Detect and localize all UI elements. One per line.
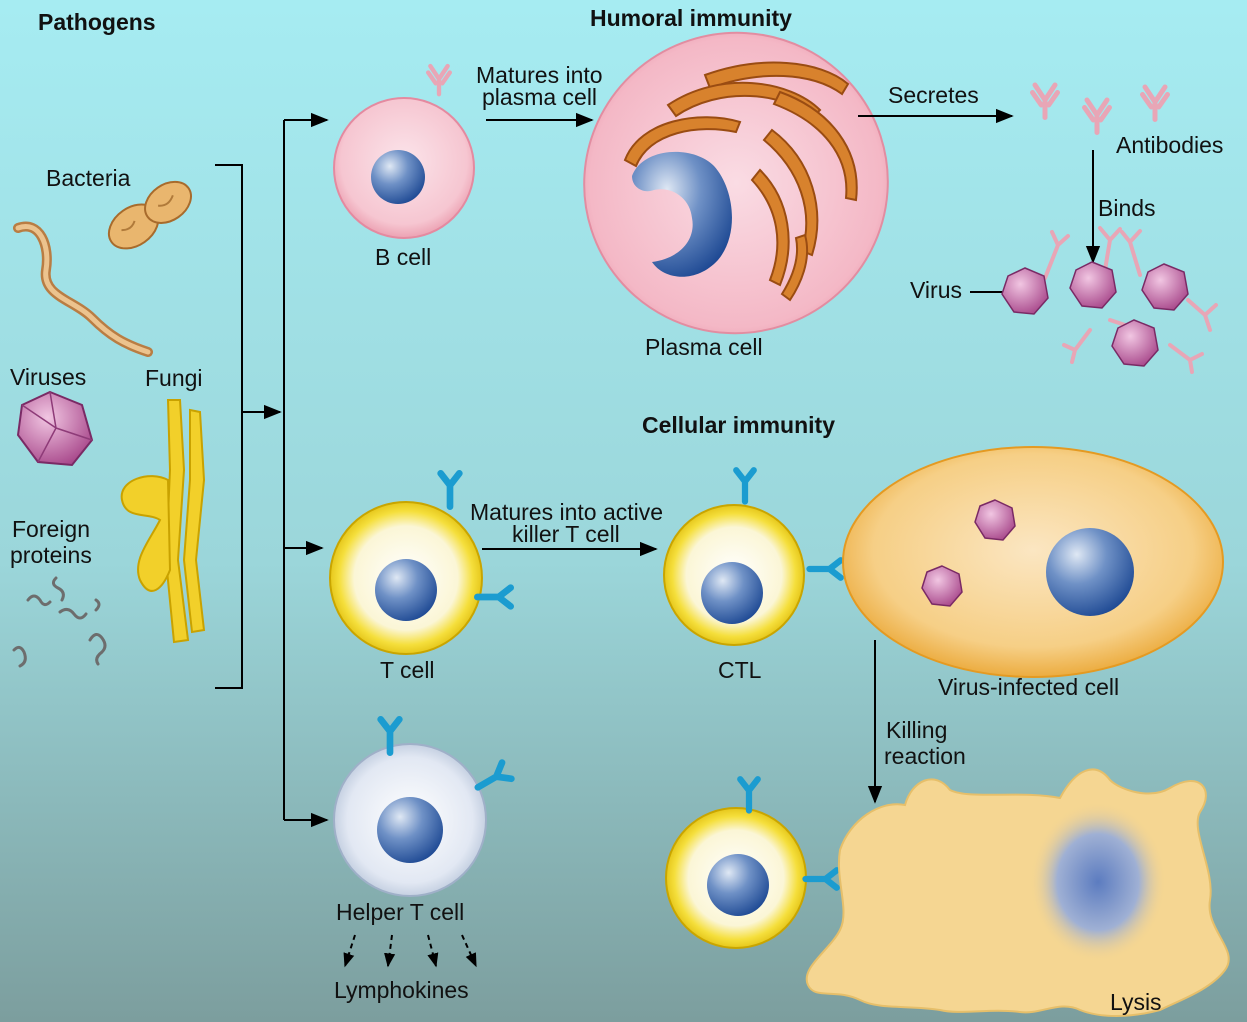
helper-t-cell — [334, 744, 486, 896]
secretes-label: Secretes — [888, 82, 979, 108]
helper-t-cell-label: Helper T cell — [336, 899, 464, 925]
killing-reaction-label-line2: reaction — [884, 743, 966, 769]
plasma-cell-label: Plasma cell — [645, 334, 763, 360]
attacking-ctl — [666, 808, 806, 948]
lysis-label: Lysis — [1110, 989, 1162, 1015]
cellular-immunity-title: Cellular immunity — [642, 412, 835, 438]
viruses-label: Viruses — [10, 364, 86, 390]
foreign-proteins-label-line1: Foreign — [12, 516, 90, 542]
ctl-cell — [664, 505, 804, 645]
binds-label: Binds — [1098, 195, 1156, 221]
virus-infected-cell — [843, 447, 1223, 677]
t-cell-label: T cell — [380, 657, 435, 683]
killing-reaction-label-line1: Killing — [886, 717, 947, 743]
b-cell-label: B cell — [375, 244, 431, 270]
foreign-proteins-label-line2: proteins — [10, 542, 92, 568]
t-cell — [330, 502, 482, 654]
bacteria-label: Bacteria — [46, 165, 131, 191]
lymphokines-label: Lymphokines — [334, 977, 469, 1003]
virus-infected-cell-label: Virus-infected cell — [938, 674, 1119, 700]
pathogens-title: Pathogens — [38, 9, 156, 35]
matures-ctl-label-line2: killer T cell — [512, 521, 620, 547]
ctl-label: CTL — [718, 657, 762, 683]
antibodies-label: Antibodies — [1116, 132, 1223, 158]
fungi-label: Fungi — [145, 365, 203, 391]
matures-plasma-label-line2: plasma cell — [482, 84, 597, 110]
virus-label: Virus — [910, 277, 962, 303]
b-cell — [334, 98, 474, 238]
humoral-immunity-title: Humoral immunity — [590, 5, 792, 31]
